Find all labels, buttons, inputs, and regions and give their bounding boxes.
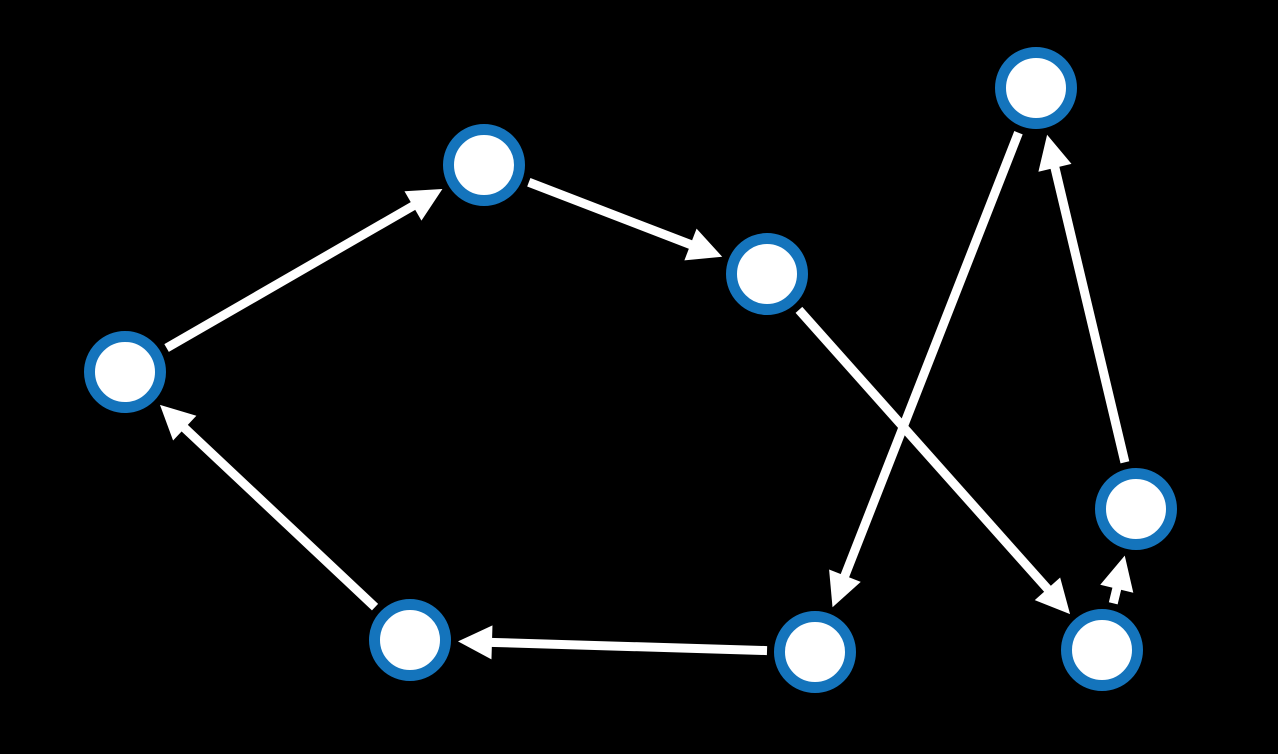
edge-shaft bbox=[795, 306, 1053, 594]
edge-shaft bbox=[1108, 585, 1122, 605]
edge-shaft bbox=[527, 178, 694, 250]
edge-F-E bbox=[1100, 555, 1134, 605]
edge-B-C bbox=[527, 178, 723, 261]
arrowhead-icon bbox=[404, 188, 443, 221]
edge-C-F bbox=[795, 306, 1071, 615]
edge-A-B bbox=[164, 188, 443, 352]
edge-H-A bbox=[159, 404, 379, 611]
graph-node-E bbox=[1095, 468, 1177, 550]
graph-node-B bbox=[443, 124, 525, 206]
edge-shaft bbox=[1050, 164, 1130, 464]
graph-node-G bbox=[774, 611, 856, 693]
edge-E-D bbox=[1038, 134, 1130, 464]
arrowhead-icon bbox=[1100, 555, 1134, 593]
arrowhead-icon bbox=[1038, 134, 1072, 172]
edge-shaft bbox=[489, 637, 768, 656]
edge-D-G bbox=[829, 131, 1023, 608]
edge-shaft bbox=[180, 423, 379, 611]
graph-node-D bbox=[995, 47, 1077, 129]
edge-shaft bbox=[839, 131, 1023, 580]
edge-G-H bbox=[457, 625, 768, 660]
graph-node-F bbox=[1061, 609, 1143, 691]
graph-node-C bbox=[726, 233, 808, 315]
arrowhead-icon bbox=[684, 228, 723, 261]
graph-node-H bbox=[369, 599, 451, 681]
graph-node-A bbox=[84, 331, 166, 413]
edge-shaft bbox=[164, 201, 417, 352]
arrowhead-icon bbox=[1034, 577, 1071, 615]
arrowhead-icon bbox=[159, 404, 197, 441]
arrowhead-icon bbox=[457, 625, 493, 660]
arrowhead-icon bbox=[829, 569, 861, 608]
